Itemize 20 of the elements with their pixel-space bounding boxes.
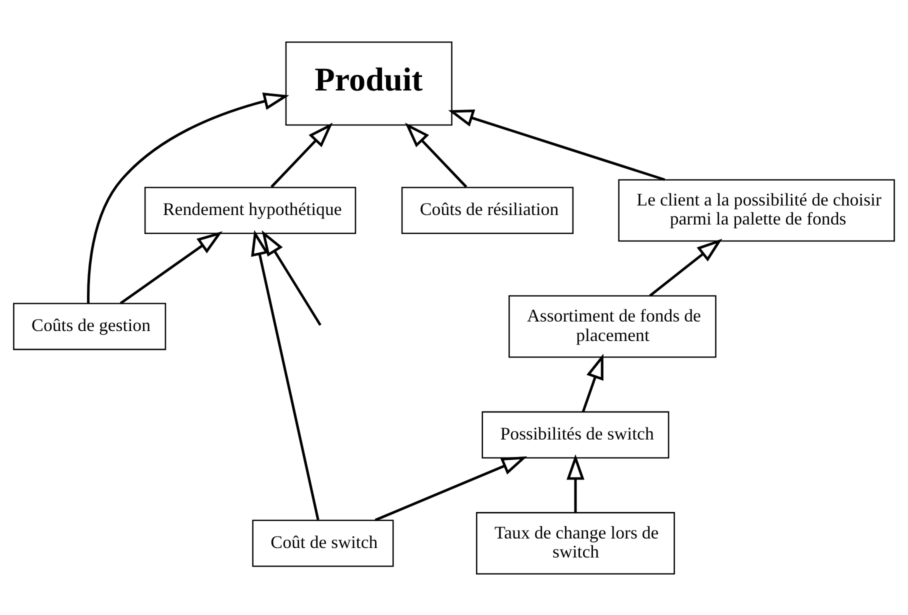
arrow [374,456,528,521]
node-box: Coût de switch [252,519,394,566]
node-box: Produit [285,40,452,126]
node-box: Possibilités de switch [482,410,670,458]
node-box: Taux de change lors de switch [476,512,675,574]
node-box: Rendement hypothétique [144,186,356,234]
node-box: Coûts de gestion [13,302,166,350]
node-box: Assortiment de fonds de placement [508,294,716,358]
node-box: Coûts de résiliation [401,186,574,234]
arrow [582,353,604,412]
arrow [566,454,584,512]
arrow [87,92,290,303]
arrow [120,230,223,304]
arrow [404,122,468,188]
arrow [251,230,320,520]
arrow [448,109,666,180]
arrow [649,238,722,296]
arrow [262,230,322,326]
arrow [270,122,333,188]
node-box: Le client a la possibilité de choisir parmi la palette de fonds [618,178,895,242]
